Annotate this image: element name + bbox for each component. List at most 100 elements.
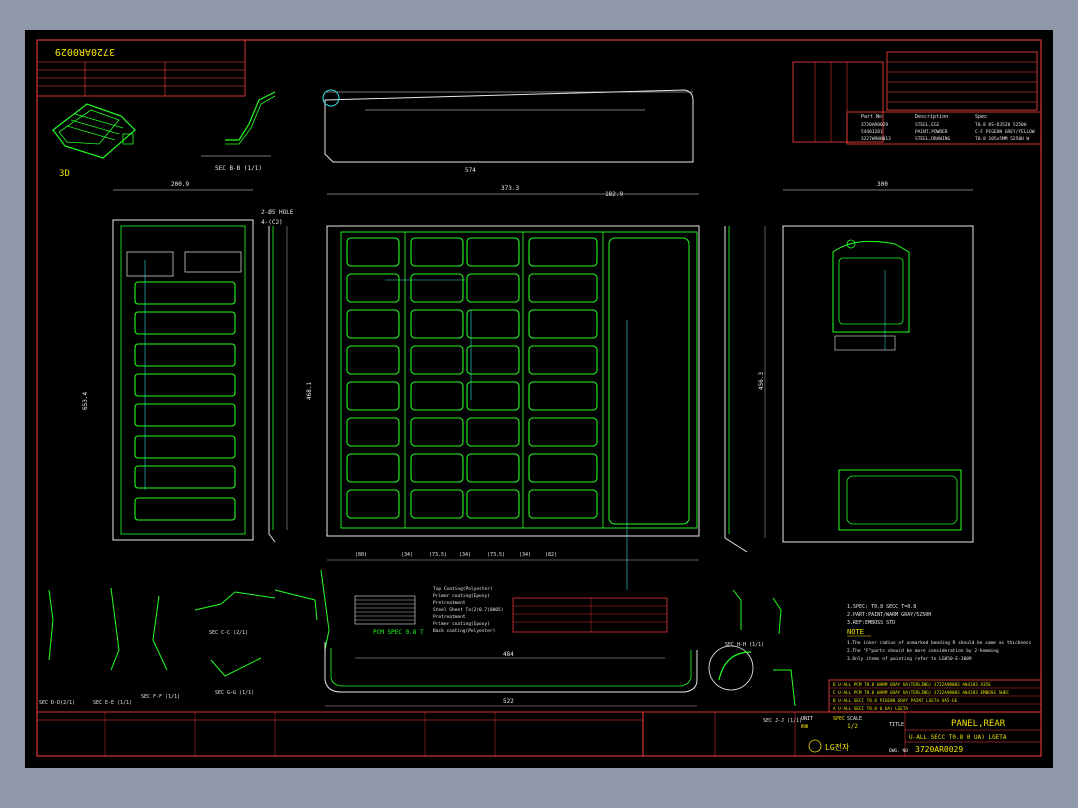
- front-view-half-width: 182.9: [605, 191, 623, 198]
- parts-row-1-desc: PAINT,POWDER: [915, 129, 948, 135]
- front-bottom-dim-0: (80): [355, 552, 367, 558]
- view-3d-label: 3D: [59, 169, 70, 179]
- notes-block: 1.SPEC: T0.8 SECC T=0.8 2.PART:PAINT/WAR…: [847, 604, 1032, 662]
- front-view-height: 468.1: [306, 382, 313, 400]
- front-grid-cell: [528, 237, 598, 267]
- front-grid-cell: [466, 345, 520, 375]
- front-grid-cell: [346, 345, 400, 375]
- section-label-e: SEC E-E (1/1): [93, 700, 132, 706]
- revision-row-1: C U-ALL PCM T0.8 WARM GRAY UA(TERLING) 3…: [833, 690, 1009, 696]
- spec-line-1: 2.PART:PAINT/WARM GRAY/5250H: [847, 612, 931, 618]
- section-b-b: SEC B-B (1/1): [201, 91, 276, 172]
- front-grid-cell: [528, 489, 598, 519]
- layer-legend-5: Primer coating(Epoxy): [433, 621, 490, 627]
- top-right-tables: Part No Description Spec 3720AR0029 STEE…: [792, 51, 1042, 145]
- front-grid-cell: [410, 237, 464, 267]
- front-bottom-dim-1: (34): [401, 552, 413, 558]
- right-side-view: 300 456.3: [758, 181, 974, 543]
- right-view-height: 456.3: [758, 372, 765, 390]
- front-bottom-dim-2: (73.5): [429, 552, 447, 558]
- bottom-sections: SEC D-D(2/1) SEC E-E (1/1) SEC F-F (1/1)…: [39, 569, 330, 706]
- isometric-3d-view: 3D: [52, 103, 136, 179]
- layer-legend-3: Steel Sheet Ta(2)0.7(0005): [433, 607, 503, 613]
- layer-legend-1: Primer coating(Epoxy): [433, 593, 490, 599]
- note-line-1: 2.The "F"parts shou(d be more considerat…: [847, 648, 999, 654]
- drawing-number: 3720AR0029: [915, 745, 963, 754]
- parts-header-2: Spec: [975, 114, 987, 120]
- section-label-f: SEC F-F (1/1): [141, 694, 180, 700]
- note-line-0: 1.The inner radius of unmarked bending R…: [847, 640, 1032, 646]
- title-block: UNIT mm SCALE 1/2 TITLE PANEL,REAR U-ALL…: [642, 711, 1042, 757]
- scale-value: 1/2: [847, 723, 858, 730]
- front-grid-cell: [346, 237, 400, 267]
- front-grid-cell: [346, 273, 400, 303]
- front-grid-cell: [410, 489, 464, 519]
- front-bottom-dim-3: (34): [459, 552, 471, 558]
- parts-row-0-no: 3720AR0029: [861, 122, 888, 128]
- layer-legend-6: Back coating(Polyester): [433, 628, 495, 634]
- layer-legend-2: Pretreatment: [433, 600, 466, 606]
- change-history-strip: [36, 711, 644, 757]
- top-strip-length: 574: [465, 167, 476, 174]
- right-sections: SEC H-H (1/1) SEC J-J (1/1): [725, 589, 802, 724]
- unit-label: UNIT: [801, 716, 813, 722]
- top-left-title-strip: 3720AR0029: [36, 39, 246, 97]
- lg-logo-icon: [808, 739, 822, 753]
- spec-label: SPEC: [833, 716, 845, 722]
- revision-row-0: D U-ALL PCM T0.8 WARM GRAY UA(TERLING) 3…: [833, 682, 991, 688]
- layer-legend-0: Top Coating(Polyester): [433, 586, 493, 592]
- front-grid-cell: [346, 489, 400, 519]
- note-heading: NOTE: [847, 628, 864, 636]
- front-grid-cell: [410, 345, 464, 375]
- left-view-height: 653.4: [82, 392, 89, 410]
- front-grid-cell: [466, 273, 520, 303]
- parts-row-2-spec: T0.8 105x5MM 5250H W: [975, 136, 1029, 142]
- title-label: TITLE: [889, 722, 904, 728]
- front-grid-cell: [346, 417, 400, 447]
- drawing-subtitle: U-ALL SECC T0.8 0 UA) LGETA: [909, 734, 1007, 741]
- revision-row-2: B U-ALL SECC T0.8 PIGEON GRAY PAINT LGET…: [833, 698, 958, 704]
- front-grid-cell: [410, 453, 464, 483]
- drawing-sheet: 3720AR0029 3D SEC B-B (1/1) 574: [25, 30, 1053, 768]
- front-bottom-dim-6: (82): [545, 552, 557, 558]
- front-grid-cell: [466, 309, 520, 339]
- right-view-width: 300: [877, 181, 888, 188]
- front-grid-cell: [466, 381, 520, 411]
- front-view-width: 373.3: [501, 185, 519, 192]
- left-edge-profile: [268, 226, 288, 543]
- parts-row-0-desc: STEEL,EGI: [915, 122, 940, 128]
- bottom-strip-view: 484 522: [324, 642, 698, 707]
- front-bottom-dim-4: (73.5): [487, 552, 505, 558]
- cad-drawing: 3720AR0029 3D SEC B-B (1/1) 574: [36, 39, 1042, 757]
- hole-callout-0: 4-(C2): [261, 219, 283, 226]
- front-grid-cell: [410, 309, 464, 339]
- lg-logo-text: LG전자: [825, 742, 850, 752]
- front-grid-cells: [346, 237, 598, 519]
- front-bottom-dim-5: (34): [519, 552, 531, 558]
- layer-legend-4: Pretreatment: [433, 614, 466, 620]
- unit-value: mm: [801, 723, 809, 730]
- scale-label: SCALE: [847, 716, 862, 722]
- parts-row-2-desc: STEEL,DRAWING: [915, 136, 951, 142]
- bottom-strip-length: 484: [503, 651, 514, 658]
- parts-row-1-no: 5440I281: [861, 129, 883, 135]
- pcm-note: PCM SPEC 0.8 T: [373, 629, 424, 636]
- bottom-strip-overall: 522: [503, 698, 514, 705]
- left-side-view: 200.9 653.4 2-Ø5 HOLE 4-(C2): [82, 181, 294, 541]
- parts-row-0-spec: T0.8 KS-D3528 5250H: [975, 122, 1027, 128]
- material-mini-table: [512, 597, 668, 633]
- drawing-number-stamp: 3720AR0029: [55, 46, 115, 57]
- section-label-b: SEC B-B (1/1): [215, 165, 262, 172]
- section-label-d: SEC D-D(2/1): [39, 700, 75, 706]
- parts-row-1-spec: C-F PIGEON GREY/YELLOW: [975, 129, 1035, 135]
- detail-circle: [708, 645, 754, 691]
- hole-callout-1: 2-Ø5 HOLE: [261, 209, 294, 216]
- section-label-h: SEC H-H (1/1): [725, 642, 764, 648]
- spec-line-2: 3.REF:EMBOSS STD: [847, 620, 895, 626]
- front-grid-cell: [466, 417, 520, 447]
- note-line-2: 3.Only items of painting refer to LG850-…: [847, 656, 972, 662]
- front-grid-cell: [346, 381, 400, 411]
- front-grid-cell: [528, 453, 598, 483]
- front-grid-cell: [410, 273, 464, 303]
- front-grid-cell: [528, 273, 598, 303]
